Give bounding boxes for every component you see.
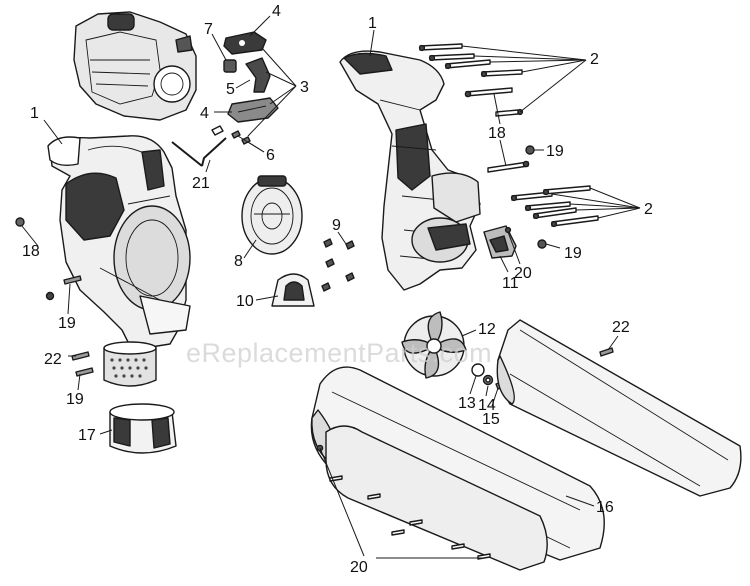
callout-20-mid: 20 xyxy=(514,265,532,282)
callout-19-right-a: 19 xyxy=(546,143,564,160)
callout-19-right-b: 19 xyxy=(564,245,582,262)
callout-9: 9 xyxy=(332,217,341,234)
callout-3: 3 xyxy=(300,79,309,96)
part-10-latch xyxy=(271,273,315,307)
callout-22-right: 22 xyxy=(612,319,630,336)
callout-2-mid: 2 xyxy=(644,201,653,218)
part-7-knob xyxy=(223,59,237,73)
part-21-wire-rod xyxy=(171,125,227,167)
leader-lines xyxy=(21,15,641,559)
callout-4-top: 4 xyxy=(272,3,281,20)
callout-6: 6 xyxy=(266,147,275,164)
part-18-rods-right xyxy=(464,87,530,173)
left-nozzle xyxy=(103,341,157,387)
callout-13: 13 xyxy=(458,395,476,412)
part-8-fan-cover xyxy=(241,175,303,255)
callout-20-bottom: 20 xyxy=(350,559,368,576)
callout-22-left: 22 xyxy=(44,351,62,368)
part-19-nuts-right xyxy=(525,145,547,249)
callout-4-mid: 4 xyxy=(200,105,209,122)
part-2-screws-mid xyxy=(504,185,599,234)
part-9-screws xyxy=(321,238,355,292)
callout-12: 12 xyxy=(478,321,496,338)
callout-15: 15 xyxy=(482,411,500,428)
part-17-collar xyxy=(109,403,177,454)
callout-18-right: 18 xyxy=(488,125,506,142)
engine-assembly xyxy=(73,11,197,121)
callout-18-left: 18 xyxy=(22,243,40,260)
right-housing-assembly xyxy=(339,50,481,291)
left-fasteners xyxy=(15,217,94,377)
callout-17: 17 xyxy=(78,427,96,444)
part-11-clip xyxy=(483,225,517,259)
part-4-bracket-top xyxy=(223,31,267,55)
callout-labels: 1 1 2 2 3 4 4 5 6 7 8 9 10 11 12 13 14 1… xyxy=(22,3,653,576)
part-22-screw-right xyxy=(599,347,614,357)
callout-10: 10 xyxy=(236,293,254,310)
callout-11: 11 xyxy=(502,275,519,292)
callout-5: 5 xyxy=(226,81,235,98)
callout-14: 14 xyxy=(478,397,496,414)
callout-16: 16 xyxy=(596,499,614,516)
callout-2-top: 2 xyxy=(590,51,599,68)
callout-1-right: 1 xyxy=(368,15,377,32)
callout-21: 21 xyxy=(192,175,210,192)
part-12-impeller xyxy=(401,311,467,379)
part-4-bracket-mid xyxy=(227,97,279,123)
left-housing-assembly xyxy=(47,135,191,351)
callout-7: 7 xyxy=(204,21,213,38)
callout-19-left-a: 19 xyxy=(58,315,76,332)
callout-8: 8 xyxy=(234,253,243,270)
part-2-screws-top xyxy=(418,43,524,117)
part-5-trigger xyxy=(245,57,271,93)
watermark-text: eReplacementParts.com xyxy=(186,338,492,368)
callout-1-left: 1 xyxy=(30,105,39,122)
upper-tube xyxy=(496,319,742,497)
callout-19-left-b: 19 xyxy=(66,391,84,408)
